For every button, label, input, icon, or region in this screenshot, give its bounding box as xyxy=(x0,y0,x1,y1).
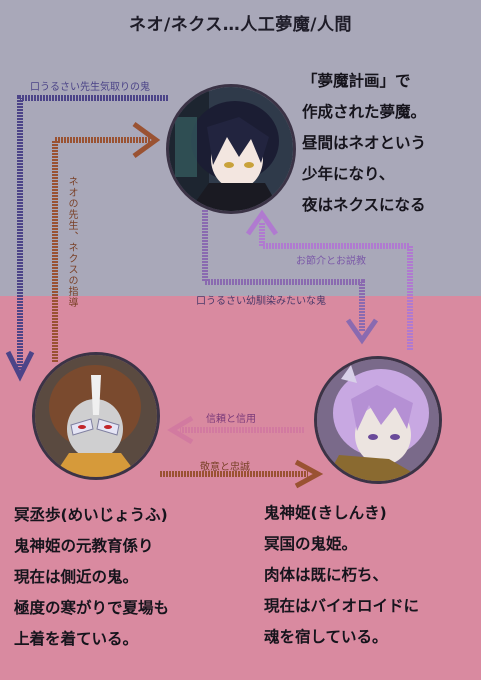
kishin-desc-line: 鬼神姫(きしんき) xyxy=(264,504,387,522)
page-title: ネオ/ネクス…人工夢魔/人間 xyxy=(129,15,352,35)
neo-desc-line: 「夢魔計画」で xyxy=(302,72,411,90)
kishin-description: 鬼神姫(きしんき) 冥国の鬼姫。 肉体は既に朽ち、 現在はバイオロイドに 魂を宿… xyxy=(264,498,419,653)
arrow-neo-to-kishin-head xyxy=(345,318,379,345)
kishin-portrait-icon xyxy=(314,356,442,484)
mei-description: 冥丞歩(めいじょうふ) 鬼神姫の元教育係り 現在は側近の鬼。 極度の寒がりで夏場… xyxy=(14,500,169,655)
arrow-kishin-to-neo-head xyxy=(245,209,279,236)
kishin-desc-line: 肉体は既に朽ち、 xyxy=(264,566,389,584)
mei-desc-line: 極度の寒がりで夏場も xyxy=(14,599,170,617)
mei-desc-line: 上着を着ている。 xyxy=(14,630,139,648)
arrow-mei-to-kishin-head xyxy=(294,459,324,489)
mei-portrait-icon xyxy=(32,352,160,480)
label-neo-to-kishin: 口うるさい幼馴染みたいな鬼 xyxy=(196,296,326,307)
arrow-neo-to-kishin xyxy=(202,210,365,332)
neo-portrait-icon xyxy=(166,84,296,214)
label-mei-to-kishin: 敬意と忠誠 xyxy=(200,462,250,473)
neo-desc-line: 夜はネクスになる xyxy=(302,196,426,214)
arrow-kishin-to-mei-head xyxy=(167,415,194,445)
arrow-kishin-to-neo xyxy=(259,222,413,350)
neo-description: 「夢魔計画」で 作成された夢魔。 昼間はネオという 少年になり、 夜はネクスにな… xyxy=(302,66,426,221)
label-mei-to-neo: 口うるさい先生気取りの鬼 xyxy=(30,82,150,93)
kishin-desc-line: 魂を宿している。 xyxy=(264,628,388,646)
mei-desc-line: 冥丞歩(めいじょうふ) xyxy=(14,506,168,524)
kishin-desc-line: 現在はバイオロイドに xyxy=(264,597,420,615)
label-kishin-to-neo: お節介とお説教 xyxy=(296,256,366,267)
neo-desc-line: 少年になり、 xyxy=(302,165,395,183)
mei-desc-line: 現在は側近の鬼。 xyxy=(14,568,139,586)
label-neo-to-mei: ネオの先生、ネクスの指導 xyxy=(66,176,77,308)
arrow-mei-to-neo xyxy=(17,95,168,370)
label-kishin-to-mei: 信頼と信用 xyxy=(206,414,256,425)
neo-desc-line: 作成された夢魔。 xyxy=(302,103,427,121)
arrow-neo-to-mei-head xyxy=(132,121,161,159)
arrow-mei-to-neo-head xyxy=(5,350,35,382)
neo-desc-line: 昼間はネオという xyxy=(302,134,427,152)
arrow-neo-to-mei xyxy=(52,137,150,362)
kishin-desc-line: 冥国の鬼姫。 xyxy=(264,535,358,553)
mei-desc-line: 鬼神姫の元教育係り xyxy=(14,537,154,555)
